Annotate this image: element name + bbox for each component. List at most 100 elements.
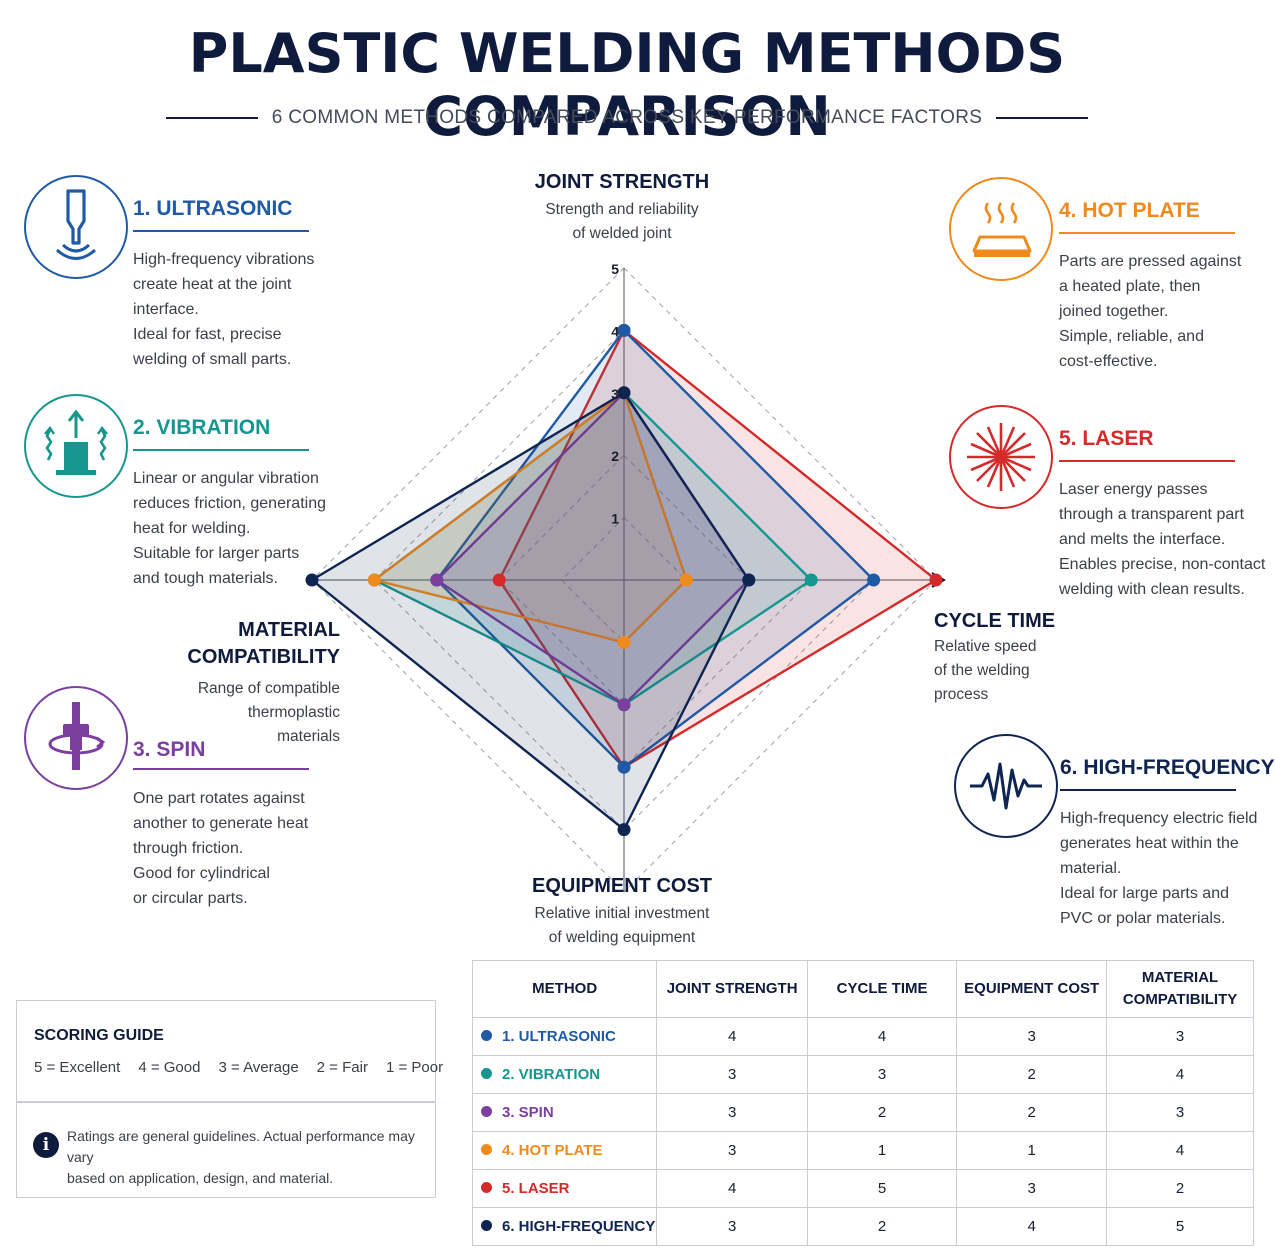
subtitle-rule-right bbox=[996, 117, 1089, 119]
method-rule bbox=[133, 230, 309, 232]
series-dot bbox=[481, 1106, 492, 1117]
method-rule bbox=[1060, 789, 1236, 791]
score-cell: 2 bbox=[956, 1055, 1108, 1094]
score-cell: 3 bbox=[806, 1055, 958, 1094]
series-dot bbox=[481, 1220, 492, 1231]
method-name: 6. HIGH-FREQUENCY bbox=[502, 1218, 656, 1235]
score-cell: 3 bbox=[956, 1169, 1108, 1208]
score-cell: 4 bbox=[806, 1017, 958, 1056]
subtitle-row: 6 COMMON METHODS COMPARED ACROSS KEY PER… bbox=[0, 106, 1254, 130]
grid-ring bbox=[560, 516, 688, 644]
column-header-equipment-cost: EQUIPMENT COST bbox=[956, 960, 1108, 1018]
method-cell: 3. SPIN bbox=[471, 1093, 658, 1132]
score-cell: 3 bbox=[656, 1093, 808, 1132]
series-dot bbox=[481, 1068, 492, 1079]
score-cell: 2 bbox=[956, 1093, 1108, 1132]
axis-label-equipment-cost: EQUIPMENT COST Relative initial investme… bbox=[480, 875, 764, 950]
column-header-cycle-time: CYCLE TIME bbox=[806, 960, 958, 1018]
data-point bbox=[679, 573, 693, 587]
data-point bbox=[367, 573, 381, 587]
laser-burst-icon bbox=[949, 405, 1053, 509]
series-dot bbox=[481, 1182, 492, 1193]
tick-label: 4 bbox=[611, 323, 619, 339]
method-rule bbox=[133, 449, 309, 451]
score-cell: 3 bbox=[956, 1017, 1108, 1056]
method-name: 2. VIBRATION bbox=[502, 1066, 601, 1083]
score-cell: 2 bbox=[1106, 1169, 1254, 1208]
series-dot bbox=[481, 1030, 492, 1041]
score-cell: 2 bbox=[806, 1207, 958, 1246]
data-point bbox=[305, 573, 319, 587]
scoring-note: Ratings are general guidelines. Actual p… bbox=[67, 1128, 415, 1186]
score-cell: 5 bbox=[806, 1169, 958, 1208]
score-cell: 5 bbox=[1106, 1207, 1254, 1246]
score-cell: 2 bbox=[806, 1093, 958, 1132]
method-rule bbox=[133, 768, 309, 770]
score-cell: 1 bbox=[956, 1131, 1108, 1170]
method-title: 5. LASER bbox=[1059, 427, 1154, 450]
method-rule bbox=[1059, 460, 1235, 462]
method-title: 3. SPIN bbox=[133, 738, 206, 761]
method-title: 1. ULTRASONIC bbox=[133, 197, 293, 220]
comparison-table: METHOD JOINT STRENGTH CYCLE TIME EQUIPME… bbox=[471, 960, 1254, 1246]
method-cell: 1. ULTRASONIC bbox=[471, 1017, 658, 1056]
hot-plate-icon bbox=[949, 177, 1053, 281]
tick-label: 2 bbox=[611, 448, 619, 464]
ultrasonic-horn-icon bbox=[24, 175, 128, 279]
method-cell: 2. VIBRATION bbox=[471, 1055, 658, 1094]
vibration-block-icon bbox=[24, 394, 128, 498]
score-cell: 4 bbox=[1106, 1055, 1254, 1094]
spin-rotation-icon bbox=[24, 686, 128, 790]
tick-label: 1 bbox=[611, 511, 619, 527]
series-dot bbox=[481, 1144, 492, 1155]
scoring-title: SCORING GUIDE bbox=[34, 1027, 164, 1044]
data-point bbox=[617, 760, 631, 774]
column-header-method: METHOD bbox=[471, 960, 658, 1018]
score-cell: 3 bbox=[656, 1055, 808, 1094]
data-point bbox=[617, 698, 631, 712]
table-header-row: METHOD JOINT STRENGTH CYCLE TIME EQUIPME… bbox=[471, 960, 1254, 1018]
method-cell: 4. HOT PLATE bbox=[471, 1131, 658, 1170]
column-header-joint-strength: JOINT STRENGTH bbox=[656, 960, 808, 1018]
subtitle-rule-left bbox=[165, 117, 258, 119]
score-cell: 1 bbox=[806, 1131, 958, 1170]
data-point bbox=[617, 323, 631, 337]
score-cell: 4 bbox=[656, 1169, 808, 1208]
data-point bbox=[617, 635, 631, 649]
data-point bbox=[617, 823, 631, 837]
data-point bbox=[867, 573, 881, 587]
data-point bbox=[742, 573, 756, 587]
method-name: 5. LASER bbox=[502, 1180, 570, 1197]
page-subtitle: 6 COMMON METHODS COMPARED ACROSS KEY PER… bbox=[271, 107, 983, 128]
method-cell: 5. LASER bbox=[471, 1169, 658, 1208]
method-name: 4. HOT PLATE bbox=[502, 1142, 603, 1159]
method-title: 2. VIBRATION bbox=[133, 416, 271, 439]
axis-title: EQUIPMENT COST bbox=[531, 875, 712, 897]
page-title: PLASTIC WELDING METHODS COMPARISON bbox=[188, 22, 1066, 148]
data-point bbox=[430, 573, 444, 587]
data-point bbox=[617, 386, 631, 400]
score-cell: 3 bbox=[1106, 1093, 1254, 1132]
method-cell: 6. HIGH-FREQUENCY bbox=[471, 1207, 658, 1246]
radar-series bbox=[305, 323, 943, 837]
tick-label: 5 bbox=[611, 261, 619, 277]
